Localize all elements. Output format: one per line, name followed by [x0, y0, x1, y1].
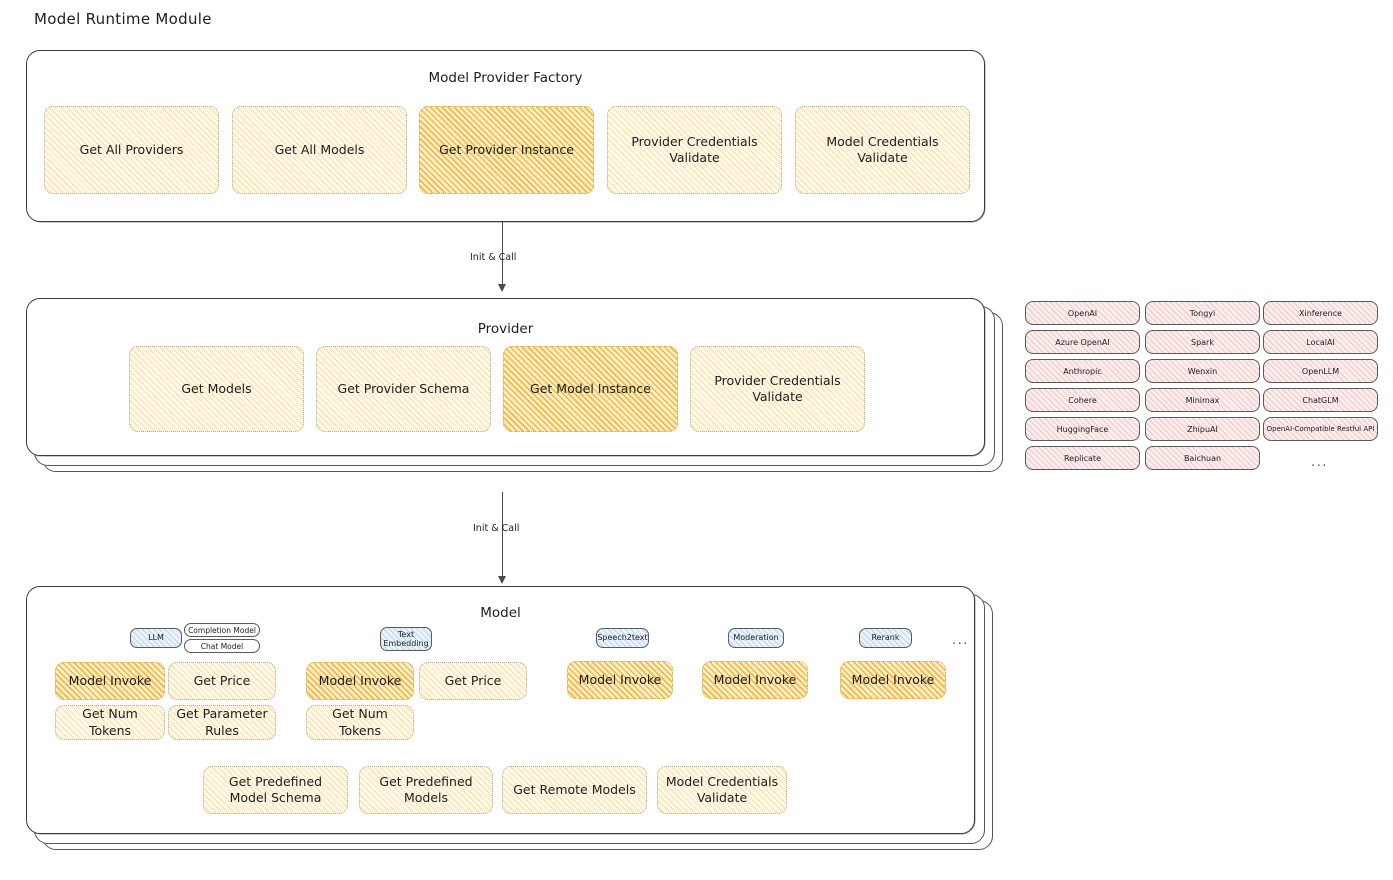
provider-list-item-baichuan[interactable]: Baichuan: [1145, 446, 1260, 470]
model-type-badge-text-embedding[interactable]: Text Embedding: [380, 627, 432, 651]
provider-list-more: ...: [1311, 455, 1328, 470]
provider-list-item-anthropic[interactable]: Anthropic: [1025, 359, 1140, 383]
model-type-tag-completion-model[interactable]: Completion Model: [184, 623, 260, 637]
model-type-badge-moderation[interactable]: Moderation: [728, 628, 784, 648]
model-type-badge-llm[interactable]: LLM: [130, 628, 182, 648]
model-type-tag-chat-model[interactable]: Chat Model: [184, 639, 260, 653]
provider-method-get-provider-schema[interactable]: Get Provider Schema: [316, 346, 491, 432]
provider-method-get-model-instance[interactable]: Get Model Instance: [503, 346, 678, 432]
provider-list-item-openai[interactable]: OpenAI: [1025, 301, 1140, 325]
factory-method-get-provider-instance[interactable]: Get Provider Instance: [419, 106, 594, 194]
model-type-badge-speech2text[interactable]: Speech2text: [596, 628, 649, 648]
rerank-method-model-invoke[interactable]: Model Invoke: [840, 661, 946, 699]
factory-method-get-all-models[interactable]: Get All Models: [232, 106, 407, 194]
provider-list-item-azure-openai[interactable]: Azure OpenAI: [1025, 330, 1140, 354]
model-shared-method-get-predefined-model-schema[interactable]: Get Predefined Model Schema: [203, 766, 348, 814]
provider-method-get-models[interactable]: Get Models: [129, 346, 304, 432]
text-embedding-method-get-price[interactable]: Get Price: [419, 662, 527, 700]
model-provider-factory-title: Model Provider Factory: [428, 70, 583, 86]
provider-list-item-chatglm[interactable]: ChatGLM: [1263, 388, 1378, 412]
model-type-badge-rerank[interactable]: Rerank: [859, 628, 912, 648]
factory-method-provider-credentials-validate[interactable]: Provider Credentials Validate: [607, 106, 782, 194]
model-title: Model: [480, 605, 521, 621]
provider-list-item-replicate[interactable]: Replicate: [1025, 446, 1140, 470]
arrow-provider-to-model-line: [502, 492, 504, 578]
provider-list-item-huggingface[interactable]: HuggingFace: [1025, 417, 1140, 441]
page-title: Model Runtime Module: [34, 10, 212, 28]
provider-list-item-zhipuai[interactable]: ZhipuAI: [1145, 417, 1260, 441]
provider-method-provider-credentials-validate[interactable]: Provider Credentials Validate: [690, 346, 865, 432]
arrow-factory-to-provider-label: Init & Call: [470, 252, 517, 263]
text-embedding-method-get-num-tokens[interactable]: Get Num Tokens: [306, 705, 414, 740]
moderation-method-model-invoke[interactable]: Model Invoke: [702, 661, 808, 699]
llm-method-get-price[interactable]: Get Price: [168, 662, 276, 700]
llm-method-get-num-tokens[interactable]: Get Num Tokens: [55, 705, 165, 740]
model-shared-method-get-predefined-models[interactable]: Get Predefined Models: [359, 766, 493, 814]
provider-list-item-wenxin[interactable]: Wenxin: [1145, 359, 1260, 383]
text-embedding-method-model-invoke[interactable]: Model Invoke: [306, 662, 414, 700]
arrow-provider-to-model-label: Init & Call: [473, 523, 520, 534]
model-shared-method-get-remote-models[interactable]: Get Remote Models: [502, 766, 647, 814]
provider-list-item-minimax[interactable]: Minimax: [1145, 388, 1260, 412]
provider-list-item-xinference[interactable]: Xinference: [1263, 301, 1378, 325]
factory-method-get-all-providers[interactable]: Get All Providers: [44, 106, 219, 194]
provider-list-item-tongyi[interactable]: Tongyi: [1145, 301, 1260, 325]
llm-method-model-invoke[interactable]: Model Invoke: [55, 662, 165, 700]
model-shared-method-model-credentials-validate[interactable]: Model Credentials Validate: [657, 766, 787, 814]
model-types-more: ...: [952, 633, 969, 648]
provider-list-item-cohere[interactable]: Cohere: [1025, 388, 1140, 412]
provider-list-item-openai-compatible-restful-api[interactable]: OpenAI-Compatible Restful API: [1263, 417, 1378, 441]
provider-list-item-openllm[interactable]: OpenLLM: [1263, 359, 1378, 383]
provider-list-item-localai[interactable]: LocalAI: [1263, 330, 1378, 354]
provider-title: Provider: [477, 321, 534, 337]
arrow-factory-to-provider-line: [502, 222, 504, 286]
speech2text-method-model-invoke[interactable]: Model Invoke: [567, 661, 673, 699]
provider-list-item-spark[interactable]: Spark: [1145, 330, 1260, 354]
arrow-factory-to-provider-head: [498, 284, 506, 292]
factory-method-model-credentials-validate[interactable]: Model Credentials Validate: [795, 106, 970, 194]
llm-method-get-parameter-rules[interactable]: Get Parameter Rules: [168, 705, 276, 740]
arrow-provider-to-model-head: [498, 576, 506, 584]
